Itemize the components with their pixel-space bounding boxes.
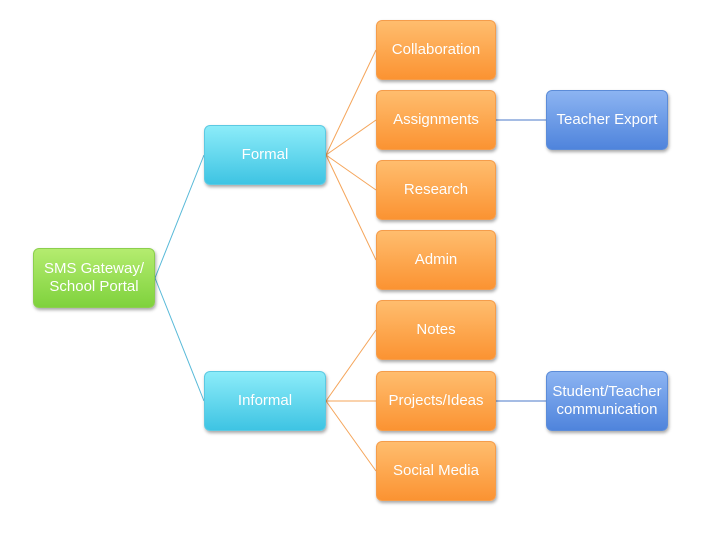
- node-collaboration: Collaboration: [376, 20, 496, 80]
- node-social-media: Social Media: [376, 441, 496, 501]
- node-sms-gateway-school-portal: SMS Gateway/ School Portal: [33, 248, 155, 308]
- connector-formal-assignments: [325, 119, 377, 156]
- node-assignments: Assignments: [376, 90, 496, 150]
- connector-formal-admin: [325, 154, 377, 261]
- connector-root-informal: [154, 277, 205, 402]
- node-informal: Informal: [204, 371, 326, 431]
- node-teacher-export: Teacher Export: [546, 90, 668, 150]
- node-admin: Admin: [376, 230, 496, 290]
- node-research: Research: [376, 160, 496, 220]
- node-notes: Notes: [376, 300, 496, 360]
- connector-informal-social: [325, 400, 377, 472]
- connector-informal-notes: [325, 329, 377, 402]
- connector-formal-research: [325, 154, 377, 191]
- node-student-teacher-communication: Student/Teacher communication: [546, 371, 668, 431]
- connector-root-formal: [154, 154, 205, 279]
- node-projects-ideas: Projects/Ideas: [376, 371, 496, 431]
- node-formal: Formal: [204, 125, 326, 185]
- connector-formal-collaboration: [325, 49, 377, 156]
